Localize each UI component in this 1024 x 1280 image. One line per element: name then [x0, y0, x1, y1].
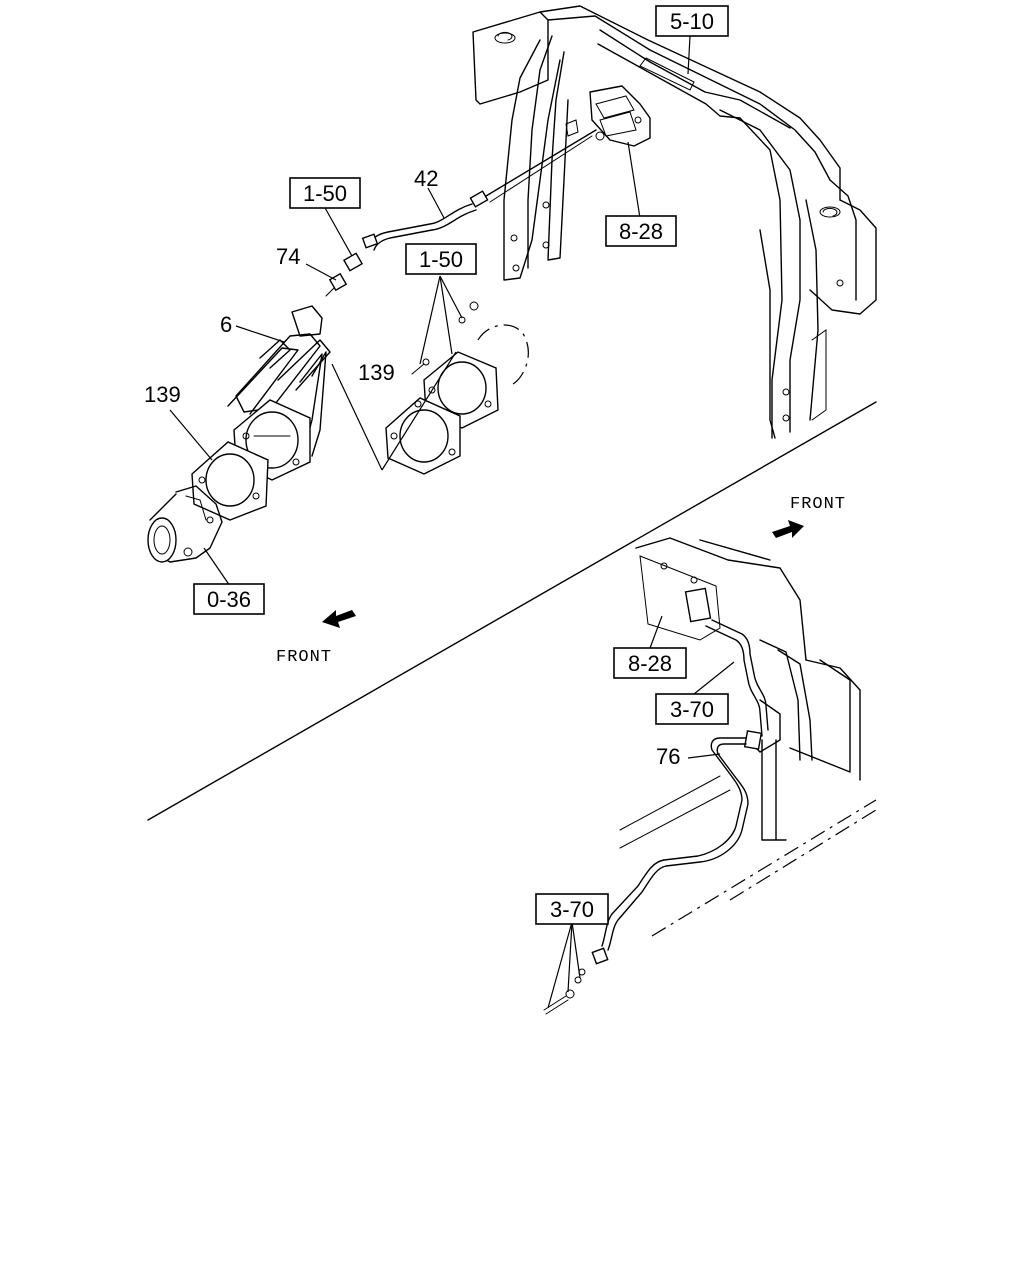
part-label-6: 6 — [220, 312, 232, 337]
exhaust-brake-valve-6 — [147, 305, 331, 563]
ref-box-1-50-left: 1-50 — [289, 177, 361, 209]
ref-box-5-10: 5-10 — [655, 5, 729, 37]
ref-box-3-70-lower: 3-70 — [535, 893, 609, 925]
leader-lines — [169, 35, 735, 1009]
svg-text:1-50: 1-50 — [303, 181, 347, 206]
svg-text:8-28: 8-28 — [628, 651, 672, 676]
svg-text:3-70: 3-70 — [550, 897, 594, 922]
ref-box-1-50-right: 1-50 — [405, 243, 477, 275]
part-label-42: 42 — [414, 166, 438, 191]
front-label-left: FRONT — [276, 648, 332, 667]
front-arrow-right-icon — [772, 520, 804, 538]
part-label-74: 74 — [276, 244, 300, 269]
front-arrow-left-icon — [322, 610, 356, 628]
lower-pipes — [543, 619, 769, 1015]
svg-text:5-10: 5-10 — [670, 9, 714, 34]
part-label-139-right: 139 — [358, 360, 395, 385]
svg-text:8-28: 8-28 — [619, 219, 663, 244]
ref-box-3-70-upper: 3-70 — [655, 693, 729, 725]
ref-box-8-28-upper: 8-28 — [605, 215, 677, 247]
pipe-42 — [361, 129, 597, 251]
lower-frame — [619, 537, 877, 937]
part-label-76: 76 — [656, 744, 680, 769]
ref-box-8-28-lower: 8-28 — [613, 647, 687, 679]
part-label-139-left: 139 — [144, 382, 181, 407]
frame-crossmember — [472, 5, 877, 439]
detail-gaskets — [331, 301, 529, 475]
svg-text:3-70: 3-70 — [670, 697, 714, 722]
svg-text:1-50: 1-50 — [419, 247, 463, 272]
fitting-74 — [325, 252, 364, 297]
front-label-right: FRONT — [790, 495, 846, 514]
svg-text:0-36: 0-36 — [207, 587, 251, 612]
divider-line — [147, 401, 877, 821]
ref-box-0-36: 0-36 — [193, 583, 265, 615]
